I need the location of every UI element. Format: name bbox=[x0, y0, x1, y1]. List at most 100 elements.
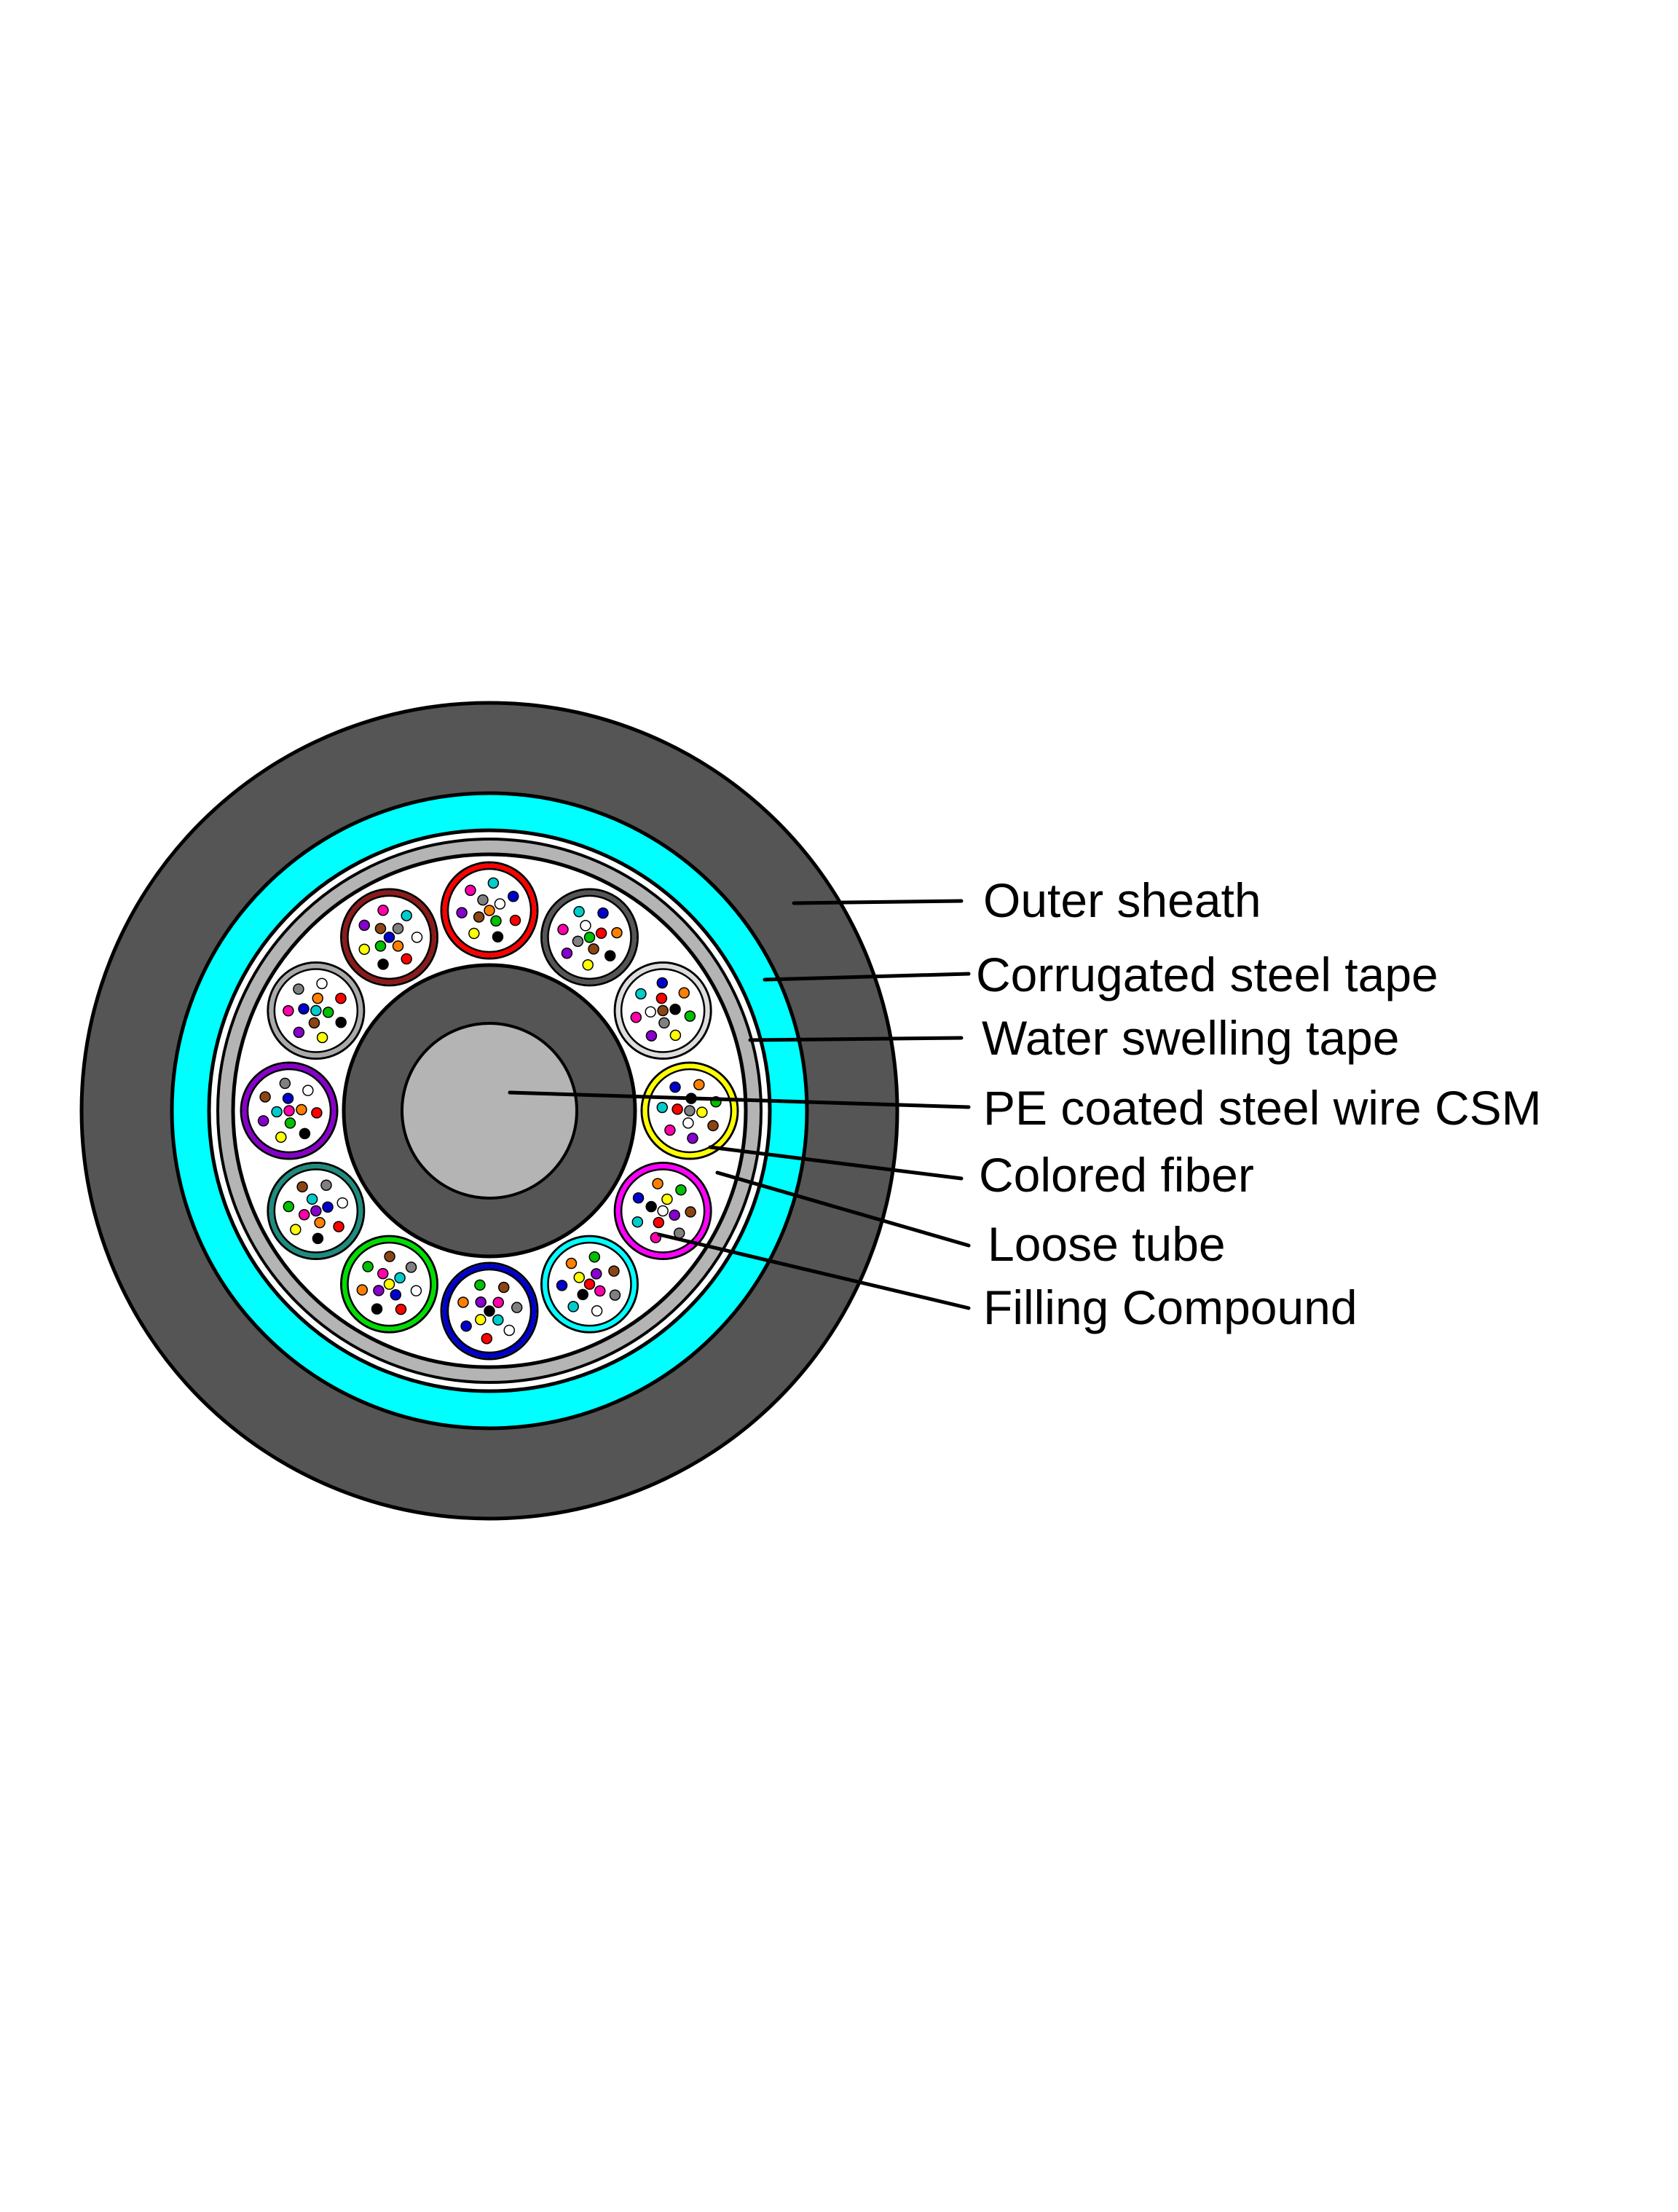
loose-tube-inner-edge bbox=[273, 968, 359, 1053]
colored-fiber bbox=[377, 1267, 389, 1280]
colored-fiber bbox=[310, 1004, 322, 1017]
colored-fiber bbox=[298, 1003, 310, 1015]
steel-wire-csm bbox=[401, 1022, 578, 1200]
loose-tube-inner-edge bbox=[547, 1241, 632, 1327]
colored-fiber bbox=[669, 1081, 681, 1093]
colored-fiber bbox=[608, 1265, 620, 1277]
loose-tube bbox=[613, 1162, 712, 1260]
colored-fiber bbox=[656, 1101, 669, 1114]
colored-fiber bbox=[492, 1296, 504, 1308]
colored-fiber bbox=[604, 950, 616, 962]
colored-fiber bbox=[595, 927, 607, 940]
colored-fiber bbox=[283, 1200, 295, 1213]
colored-fiber bbox=[373, 1285, 385, 1296]
colored-fiber bbox=[377, 959, 389, 970]
colored-fiber bbox=[669, 1209, 680, 1221]
filling-compound-leader bbox=[657, 1232, 971, 1310]
callout-labels: Outer sheath Corrugated steel tape Water… bbox=[976, 873, 1542, 1334]
colored-fiber bbox=[475, 1314, 487, 1326]
colored-fiber bbox=[653, 1216, 665, 1229]
colored-fiber bbox=[473, 911, 485, 923]
colored-fiber bbox=[310, 1205, 322, 1217]
loose-tube bbox=[540, 1235, 639, 1334]
colored-fiber bbox=[635, 988, 647, 1000]
colored-fiber bbox=[684, 1010, 696, 1022]
colored-fiber bbox=[631, 1216, 644, 1228]
colored-fiber bbox=[580, 920, 591, 932]
colored-fiber bbox=[597, 907, 609, 919]
colored-fiber bbox=[661, 1193, 673, 1205]
loose-tube bbox=[640, 1061, 739, 1160]
colored-fiber bbox=[457, 1296, 469, 1308]
colored-fiber bbox=[371, 1303, 383, 1315]
colored-fiber bbox=[645, 1030, 658, 1042]
label-water-swelling-tape: Water swelling tape bbox=[982, 1011, 1399, 1065]
colored-fiber bbox=[392, 940, 404, 952]
colored-fiber bbox=[411, 932, 423, 943]
colored-fiber bbox=[335, 1016, 347, 1028]
loose-tube-inner-edge bbox=[273, 1168, 359, 1253]
loose-tube-inner-edge bbox=[620, 968, 706, 1053]
colored-fiber bbox=[374, 940, 387, 952]
colored-fiber bbox=[572, 935, 584, 948]
water-swelling-tape-leader bbox=[748, 1036, 964, 1042]
colored-fiber bbox=[632, 1192, 645, 1204]
loose-tube-inner-edge bbox=[647, 1068, 733, 1154]
colored-fiber bbox=[465, 884, 476, 897]
colored-fiber bbox=[477, 894, 489, 906]
loose-tube bbox=[340, 888, 438, 987]
colored-fiber bbox=[583, 932, 596, 943]
colored-fiber bbox=[657, 1205, 669, 1217]
colored-fiber bbox=[282, 1093, 294, 1104]
colored-fiber bbox=[591, 1305, 603, 1317]
colored-fiber bbox=[257, 1115, 269, 1127]
loose-tube-leader bbox=[715, 1170, 971, 1248]
loose-tube-color-band bbox=[269, 1164, 363, 1258]
colored-fiber bbox=[567, 1301, 579, 1312]
colored-fiber bbox=[652, 1178, 663, 1189]
colored-fiber bbox=[296, 1181, 308, 1193]
loose-tube bbox=[613, 961, 712, 1060]
colored-fiber bbox=[383, 932, 395, 943]
loose-tube-inner-edge bbox=[347, 894, 432, 980]
colored-fiber bbox=[630, 1012, 642, 1023]
loose-tube-color-band bbox=[543, 890, 637, 985]
loose-tube-inner-edge bbox=[246, 1068, 332, 1154]
colored-fiber bbox=[401, 953, 412, 965]
colored-fiber bbox=[492, 1314, 504, 1326]
colored-fiber bbox=[392, 923, 404, 934]
colored-fiber bbox=[573, 905, 585, 918]
loose-tube-color-band bbox=[342, 890, 436, 985]
loose-tube-inner-edge bbox=[446, 867, 532, 953]
colored-fiber bbox=[316, 1031, 328, 1044]
colored-fiber bbox=[322, 1007, 334, 1018]
loose-tube-color-band bbox=[615, 964, 710, 1058]
colored-fiber bbox=[490, 915, 502, 927]
colored-fiber bbox=[401, 910, 412, 921]
loose-tube-color-band bbox=[442, 1264, 537, 1358]
loose-tube-inner-edge bbox=[620, 1168, 706, 1253]
colored-fiber bbox=[657, 1004, 669, 1017]
loose-tube-color-band bbox=[442, 863, 537, 958]
colored-fiber bbox=[335, 993, 347, 1004]
colored-fiber bbox=[557, 924, 569, 935]
colored-fiber bbox=[591, 1268, 602, 1280]
loose-tube bbox=[267, 961, 366, 1060]
colored-fiber bbox=[374, 923, 387, 934]
loose-tube-color-band bbox=[269, 964, 363, 1058]
colored-fiber bbox=[383, 1278, 395, 1290]
colored-fiber bbox=[669, 1029, 682, 1042]
loose-tube bbox=[340, 1235, 438, 1334]
colored-fiber bbox=[565, 1257, 578, 1270]
colored-fiber bbox=[671, 1103, 683, 1115]
colored-fiber bbox=[682, 1117, 694, 1129]
loose-tube-inner-edge bbox=[547, 894, 632, 980]
colored-fiber bbox=[405, 1262, 417, 1273]
colored-fiber bbox=[290, 1224, 302, 1235]
colored-fiber bbox=[293, 1026, 305, 1039]
colored-fiber bbox=[314, 1216, 326, 1229]
label-corrugated-steel-tape: Corrugated steel tape bbox=[976, 948, 1438, 1001]
colored-fiber bbox=[362, 1261, 374, 1272]
colored-fiber bbox=[322, 1201, 334, 1213]
loose-tube-color-band bbox=[615, 1164, 710, 1258]
